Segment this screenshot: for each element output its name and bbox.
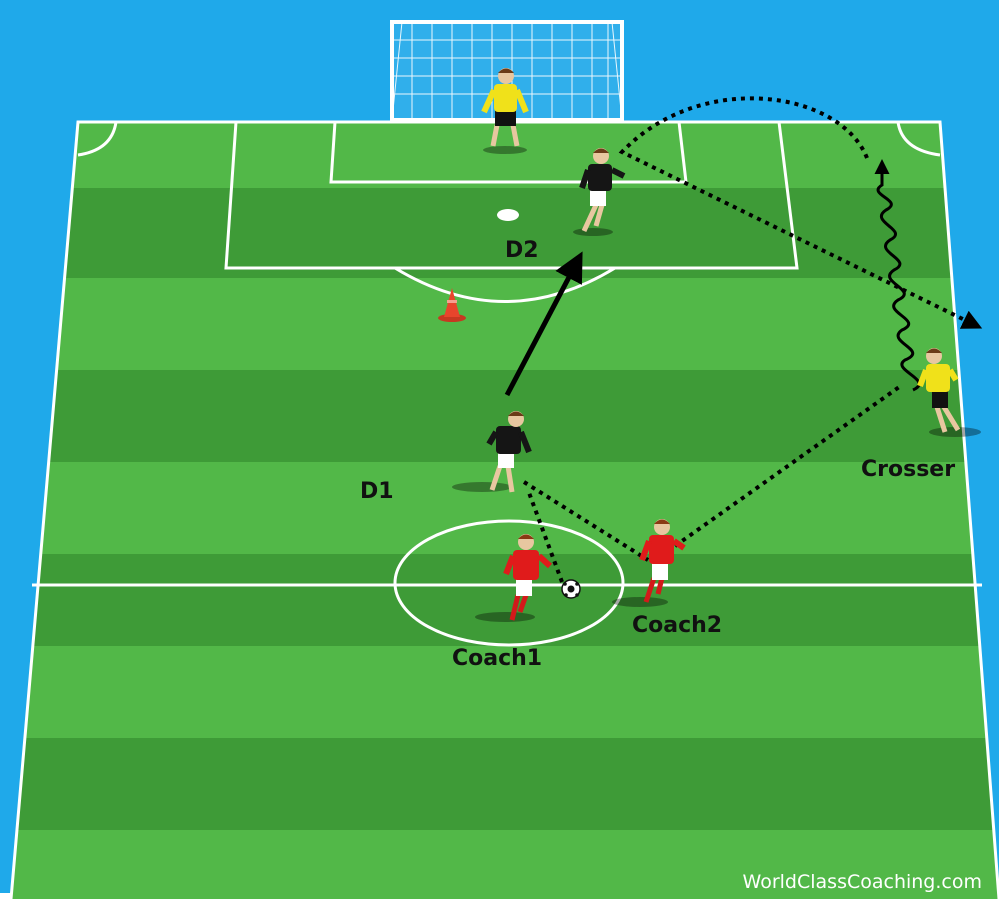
label-coach2: Coach2 <box>632 613 722 638</box>
pass-coach1-to-d1 <box>526 489 564 583</box>
cone-icon <box>438 288 466 322</box>
corner-arc-left <box>77 121 118 157</box>
penalty-arc <box>394 266 616 303</box>
coach1-player <box>475 534 553 622</box>
crosser-player <box>917 348 981 437</box>
movement-paths <box>504 96 983 583</box>
cross-ball-path <box>618 96 983 329</box>
pass-d1-to-coach2 <box>522 480 650 562</box>
goal <box>390 20 624 122</box>
goalkeeper-player <box>481 68 529 154</box>
goal-box <box>329 121 688 184</box>
penalty-spot <box>497 209 519 221</box>
d1-run-arrow <box>504 251 583 397</box>
stripe <box>11 554 999 646</box>
corner-arc-right <box>896 121 941 157</box>
watermark: WorldClassCoaching.com <box>743 871 982 893</box>
label-coach1: Coach1 <box>452 646 542 671</box>
coach2-player <box>612 519 686 607</box>
defender-d1-player <box>452 411 532 493</box>
defender-d2-player <box>573 148 626 236</box>
field <box>11 122 999 899</box>
ball-icon <box>561 579 581 599</box>
pass-coach2-to-crosser <box>673 383 904 548</box>
stripe <box>11 738 999 830</box>
penalty-box <box>224 121 799 270</box>
label-d1: D1 <box>360 479 394 504</box>
stripe <box>11 188 999 278</box>
label-crosser: Crosser <box>861 457 955 482</box>
label-d2: D2 <box>505 238 539 263</box>
center-circle <box>393 519 625 647</box>
